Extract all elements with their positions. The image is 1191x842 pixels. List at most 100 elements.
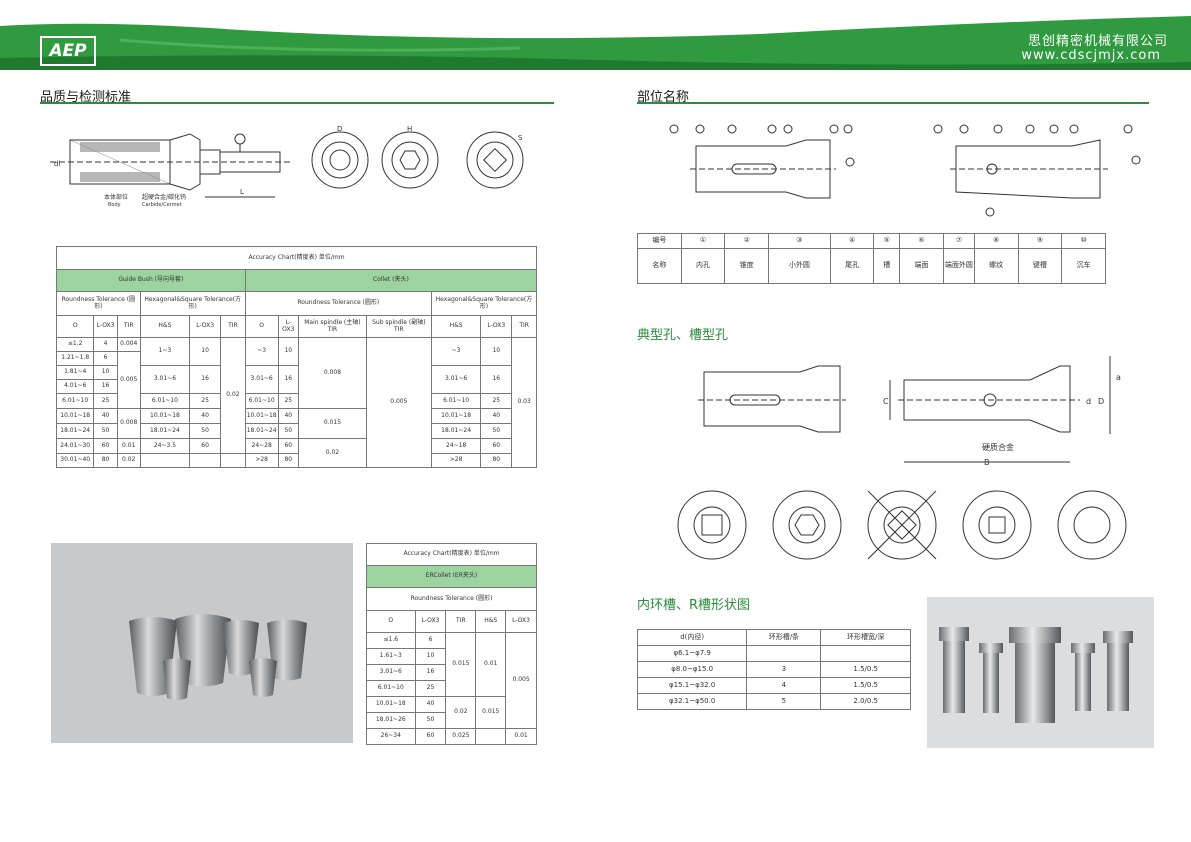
col-header: 环形槽/条: [746, 629, 822, 646]
table-cell: 40: [189, 408, 222, 424]
table-cell: 40: [480, 408, 513, 424]
er-collets-illustration: [129, 614, 307, 700]
label-body-en: Body: [108, 202, 121, 208]
part-number: ⑦: [942, 233, 975, 249]
label-D-right: D: [1098, 397, 1104, 406]
table-cell: 10: [93, 365, 118, 380]
table-cell: 16: [189, 365, 222, 394]
table-cell: 80: [277, 453, 300, 468]
right-section-title-parts: 部位名称: [637, 90, 690, 105]
table-cell: φ6.1~φ7.9: [636, 645, 748, 662]
part-number: ⑥: [899, 233, 944, 249]
table-cell: 80: [93, 453, 118, 468]
col-header: O: [366, 610, 416, 633]
table-cell: 3: [746, 661, 822, 678]
table-cell: 25: [277, 393, 300, 409]
table-cell: 10.01~18: [366, 696, 416, 713]
table-cell: 50: [277, 423, 300, 439]
table-cell: 40: [414, 696, 447, 713]
table-cell: 60: [414, 728, 447, 745]
col-header: d(内径): [636, 629, 748, 646]
table-cell: 18.01~26: [366, 712, 416, 729]
part-name: 端面: [899, 248, 944, 284]
part-name: 内孔: [680, 248, 726, 284]
table-cell: 60: [277, 438, 300, 454]
company-website: www.cdscjmjx.com: [1021, 48, 1161, 63]
table2-sub: Roundness Tolerance (圆形): [366, 587, 537, 611]
label-dl: dl: [54, 160, 60, 168]
part-number: ⑤: [873, 233, 901, 249]
table-cell: 40: [277, 408, 300, 424]
table2-group: ERCollet (ER夹头): [366, 565, 537, 588]
table-cell: 80: [480, 453, 513, 468]
left-title-underline: [40, 102, 554, 104]
table-cell: 10: [480, 337, 513, 366]
table-cell: 6.01~10: [55, 393, 95, 409]
table-cell: 0.005: [505, 632, 537, 729]
col-header: H&S: [475, 610, 507, 633]
table-cell: φ15.1~φ32.0: [636, 677, 748, 694]
table-cell: 18.01~24: [430, 423, 482, 439]
label-carbide: 超硬合金/碳化钨: [142, 193, 186, 201]
table-cell: 3.01~6: [244, 365, 279, 394]
groove-table: d(内径) 环形槽/条 环形槽宽/深 φ6.1~φ7.9 φ8.0~φ15.0 …: [636, 629, 911, 710]
table-cell: 16: [277, 365, 300, 394]
table-cell: 10: [414, 648, 447, 665]
table-cell: 1.81~4: [55, 365, 95, 380]
left-section-title: 品质与检测标准: [40, 90, 132, 105]
table2-title: Accuracy Chart(精度表) 单位/mm: [366, 543, 537, 566]
col-header: Sub spindle (副轴) TIR: [365, 315, 432, 338]
col-header: O: [244, 315, 279, 338]
part-number: ⑧: [973, 233, 1019, 249]
table-cell: 0.01: [116, 438, 141, 454]
table-cell: 0.01: [505, 728, 537, 745]
table-cell: [189, 453, 222, 468]
table-cell: [220, 453, 246, 468]
part-naming-drawings: [669, 124, 1141, 217]
table-cell: 0.015: [445, 632, 477, 697]
table-cell: 24~28: [244, 438, 279, 454]
company-name: 思创精密机械有限公司: [1027, 34, 1168, 49]
label-L: L: [240, 188, 244, 196]
table-cell: [820, 645, 911, 662]
right-title-underline: [637, 102, 1149, 104]
table-cell: 6.01~10: [244, 393, 279, 409]
part-name: 沉车: [1061, 248, 1106, 284]
table-cell: 18.01~24: [55, 423, 95, 439]
table1-sub-gb-hex: Hexagonal&Square Tolerance(方形): [139, 291, 246, 316]
table-cell: 24.01~30: [55, 438, 95, 454]
table-cell: 10: [277, 337, 300, 366]
table-cell: 0.02: [116, 453, 141, 468]
label-B: B: [984, 458, 990, 467]
col-header: L-OX3: [189, 315, 222, 338]
table-cell: 10.01~18: [430, 408, 482, 424]
table-cell: 0.02: [220, 337, 246, 454]
label-body: 本体部位: [104, 193, 128, 201]
part-number: ⑩: [1061, 233, 1106, 249]
col-header: L-OX3: [480, 315, 513, 338]
table-cell: 30.01~40: [55, 453, 95, 468]
col-header: TIR: [116, 315, 141, 338]
table-cell: 18.01~24: [139, 423, 191, 439]
table-cell: 4.01~6: [55, 379, 95, 394]
table-cell: 0.005: [116, 351, 141, 409]
col-header: TIR: [220, 315, 246, 338]
table-cell: 24~3.5: [139, 438, 191, 454]
table-cell: 0.015: [298, 408, 367, 439]
hole-end-views: [677, 490, 1127, 560]
table-cell: ≤1.6: [366, 632, 416, 649]
part-name: 小外圆: [768, 248, 831, 284]
table-cell: 1.21~1.8: [55, 351, 95, 366]
table-cell: >28: [430, 453, 482, 468]
table-cell: 1.61~3: [366, 648, 416, 665]
table-cell: 60: [189, 438, 222, 454]
col-header: Main spindle (主轴) TIR: [298, 315, 367, 338]
table-cell: ~3: [430, 337, 482, 366]
collet-side-drawing: dl 本体部位 Body 超硬合金/碳化钨 Carbide/Cermet L D…: [50, 125, 524, 208]
table-cell: 0.005: [365, 337, 432, 468]
label-S: S: [518, 134, 523, 142]
logo-text: AEP: [49, 41, 87, 61]
table1-group-guidebush: Guide Bush (导向导套): [56, 269, 246, 292]
table1-title: Accuracy Chart(精度表) 单位/mm: [56, 246, 537, 270]
table-cell: 3.01~6: [366, 664, 416, 681]
